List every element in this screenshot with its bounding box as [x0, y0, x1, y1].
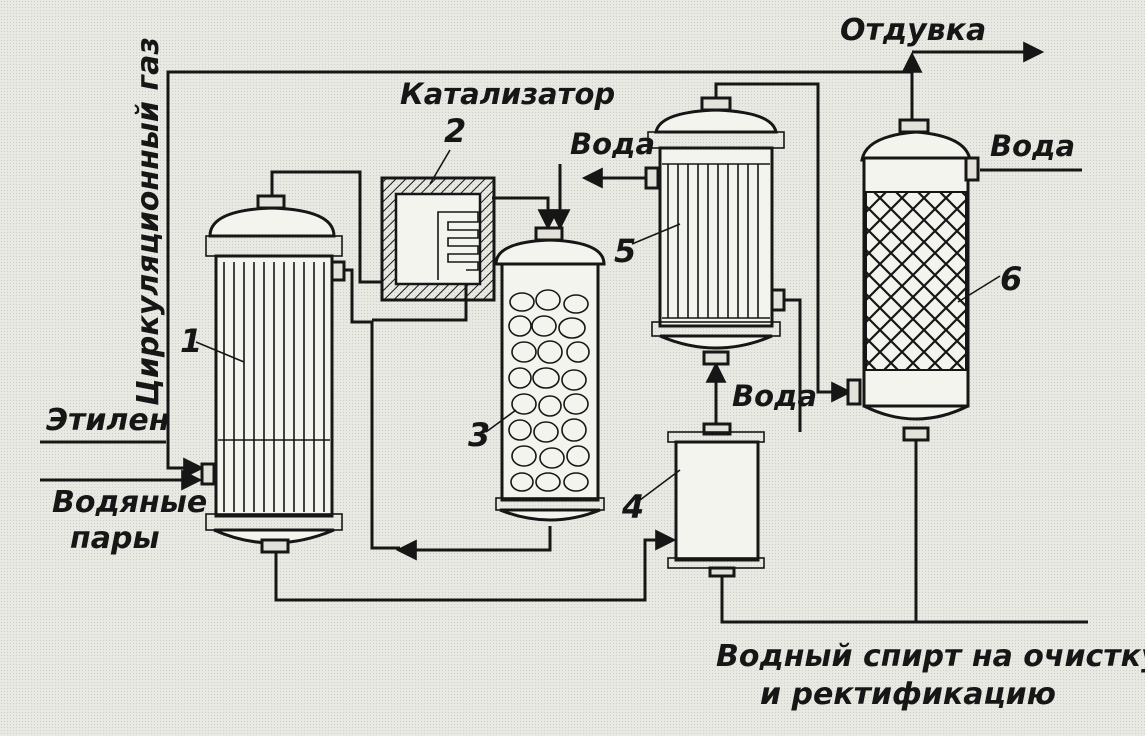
- water-top-label: Вода: [570, 127, 655, 161]
- scrubber-water-nozzle: [964, 156, 980, 182]
- hx-inlet-nozzle: [200, 462, 216, 486]
- separator-top-nozzle: [702, 422, 732, 436]
- equipment-number-5: 5: [614, 232, 636, 270]
- condenser-to-scrubber-line: [714, 82, 853, 403]
- product-label-line1: Водный спирт на очистку: [716, 639, 1145, 674]
- reactor-return-line: [395, 526, 552, 561]
- scrubber-top-nozzle: [898, 118, 930, 134]
- hx-to-furnace-line: [270, 170, 382, 284]
- scrubber-top-head: [860, 130, 972, 162]
- separator-bottom-line: [720, 572, 1088, 624]
- scrubber-bottom-nozzle: [902, 426, 930, 442]
- condenser-water-nozzle: [644, 166, 660, 190]
- reactor-packing: [508, 289, 590, 492]
- equipment-number-3: 3: [468, 416, 490, 454]
- hx-side-nozzle: [330, 260, 346, 282]
- condenser-tube-bundle: [662, 163, 770, 319]
- condenser-top-flange: [647, 131, 785, 149]
- condenser-bottom-head: [659, 334, 773, 350]
- furnace-coil: [437, 211, 479, 280]
- equipment-number-2: 2: [444, 112, 466, 150]
- catalyst-label: Катализатор: [400, 77, 615, 111]
- condenser-5: [644, 96, 786, 366]
- reactor-3: [494, 226, 606, 522]
- separator-bottom-nozzle: [708, 566, 736, 578]
- equipment-number-6: 6: [1000, 260, 1022, 298]
- hx-bottom-nozzle: [260, 538, 290, 554]
- hx-top-nozzle: [256, 194, 286, 210]
- reactor-top-head: [494, 238, 606, 266]
- condenser-top-nozzle: [700, 96, 732, 112]
- equipment-number-1: 1: [180, 322, 202, 360]
- hx-tube-bundle: [218, 262, 330, 512]
- condenser-side-outlet: [780, 298, 802, 432]
- steam-label-line1: Водяные: [52, 485, 207, 520]
- water-mid-label: Вода: [732, 379, 817, 413]
- furnace-to-reactor-line: [492, 196, 559, 231]
- ethylene-label: Этилен: [46, 403, 169, 438]
- furnace-2: [380, 176, 496, 302]
- product-label-line2: и ректификацию: [760, 677, 1056, 712]
- hx-top-flange: [205, 235, 343, 257]
- leader-lines: [195, 149, 1001, 501]
- reactor-shell: [500, 262, 600, 502]
- water-right-label: Вода: [990, 129, 1075, 163]
- heat-exchanger-1: [200, 194, 346, 554]
- scrubber-6: [846, 118, 980, 442]
- condenser-side-nozzle: [770, 288, 786, 312]
- separator-shell: [674, 440, 760, 562]
- condenser-top-head: [654, 108, 778, 134]
- scrubber-bottom-head: [863, 404, 969, 421]
- blowoff-label: Отдувка: [840, 13, 986, 48]
- hx-top-head: [208, 206, 336, 238]
- hx-side-line: [344, 268, 400, 550]
- equipment-number-4: 4: [621, 488, 644, 526]
- reactor-bottom-head: [499, 508, 601, 522]
- condenser-bottom-nozzle: [702, 350, 730, 366]
- scrubber-packing: [865, 191, 967, 371]
- scrubber-gas-nozzle: [846, 378, 862, 406]
- reactor-top-nozzle: [534, 226, 564, 242]
- steam-label-line2: пары: [70, 521, 160, 556]
- separator-4: [667, 422, 765, 578]
- circulating-gas-line: [166, 70, 912, 479]
- circulating-gas-label: Циркуляционный газ: [131, 37, 166, 406]
- piping: [40, 41, 1088, 624]
- condenser-shell: [658, 146, 774, 328]
- hx-to-separator-line: [274, 529, 677, 602]
